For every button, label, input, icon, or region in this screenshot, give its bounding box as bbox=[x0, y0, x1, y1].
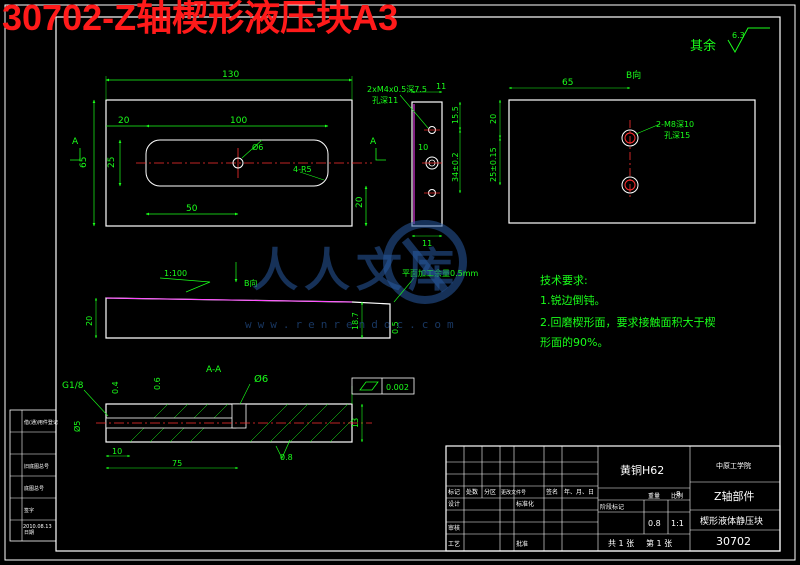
center-hole bbox=[232, 157, 244, 169]
dim-130: 130 bbox=[222, 70, 239, 80]
section-roughness: 0.8 bbox=[280, 453, 293, 462]
assembly: Z轴部件 bbox=[714, 489, 755, 503]
top-view: 130 100 20 65 25 50 20 Ø6 4-R5 A A bbox=[70, 70, 386, 227]
b-dim-20: 20 bbox=[489, 114, 498, 124]
dim-20-left: 20 bbox=[118, 116, 130, 126]
strip-cell-5: 签字 bbox=[24, 507, 34, 514]
col-label-5: 签名 bbox=[546, 488, 558, 496]
title-block: 标记 处数 分区 更改文件号 签名 年、月、日 设计 标准化 审核 工艺 批准 … bbox=[445, 445, 781, 552]
page-title: 30702-Z轴楔形液压块A3 bbox=[2, 0, 399, 38]
dim-0-6: 0.6 bbox=[153, 377, 162, 390]
dim-100: 100 bbox=[230, 116, 247, 126]
dim-0-4: 0.4 bbox=[111, 381, 120, 394]
dim-75: 75 bbox=[172, 459, 182, 468]
dim-13: 13 bbox=[351, 418, 360, 428]
b-thread-note2: 孔深15 bbox=[664, 131, 690, 140]
dim-65: 65 bbox=[79, 157, 89, 168]
side-dim-10: 10 bbox=[418, 143, 428, 152]
front-view: 1:100 B向 平面加工余量0.5mm 20 18.7 0.5 bbox=[85, 262, 479, 339]
flatness-note: 平面加工余量0.5mm bbox=[402, 268, 479, 278]
mass: 0.8 bbox=[648, 519, 661, 528]
dim-10: 10 bbox=[112, 447, 122, 456]
section-dia6: Ø6 bbox=[254, 373, 268, 385]
flatness-frame bbox=[351, 377, 415, 395]
strip-date: 2010.08.13 bbox=[23, 524, 52, 530]
col-label-2: 处数 bbox=[466, 488, 478, 496]
flatness-value: 0.002 bbox=[386, 383, 409, 392]
front-dim-0-5: 0.5 bbox=[391, 321, 400, 334]
hole-dia-label: Ø6 bbox=[252, 142, 263, 152]
dim-20-right: 20 bbox=[355, 196, 365, 208]
col-label-3: 分区 bbox=[484, 488, 496, 496]
b-dim-65: 65 bbox=[562, 78, 573, 88]
outer-border bbox=[4, 4, 796, 561]
dim-50: 50 bbox=[186, 204, 198, 214]
watermark-logo bbox=[383, 220, 467, 304]
side-dim-11-top: 11 bbox=[436, 82, 446, 91]
row-design: 设计 bbox=[448, 500, 460, 508]
watermark-url: www.renrendoc.com bbox=[245, 318, 460, 331]
inner-frame bbox=[55, 16, 781, 552]
front-b-label: B向 bbox=[244, 278, 258, 288]
dim-25: 25 bbox=[107, 157, 117, 168]
strip-cell-6: 日期 bbox=[24, 530, 34, 536]
strip-cell-3: 旧底图总号 bbox=[24, 463, 49, 470]
side-strip: 借(通)用件登记 旧底图总号 底图总号 签字 日期 2010.08.13 bbox=[9, 409, 58, 542]
tech-notes: 技术要求: 1.锐边倒钝。 2.回磨楔形面，要求接触面积大于楔 形面的90%。 bbox=[540, 274, 716, 349]
b-dim-25: 25±0.15 bbox=[489, 147, 498, 182]
part-name: 楔形液体静压块 bbox=[700, 515, 763, 527]
front-dim-18-7: 18.7 bbox=[351, 312, 360, 330]
sheet-no: 第 1 张 bbox=[646, 538, 672, 548]
section-mark-left: A bbox=[72, 137, 79, 147]
roughness-label: 其余 bbox=[690, 38, 716, 54]
side-view: 2xM4x0.5深7.5 孔深11 11 15.5 34±0.2 10 11 bbox=[367, 82, 462, 248]
side-thread-note: 2xM4x0.5深7.5 bbox=[367, 85, 427, 94]
col-label-6: 年、月、日 bbox=[564, 488, 594, 496]
section-label: A-A bbox=[206, 365, 222, 375]
section-view: A-A Ø6 G1/8 0.4 0.6 10 75 13 Ø5 0.8 bbox=[62, 365, 415, 470]
mass-label: 重量 bbox=[648, 492, 660, 500]
taper-label: 1:100 bbox=[164, 269, 187, 278]
note-1: 1.锐边倒钝。 bbox=[540, 293, 606, 307]
front-dim-20: 20 bbox=[85, 316, 94, 326]
sheets: 共 1 张 bbox=[608, 539, 634, 548]
slot-radius-label: 4-R5 bbox=[293, 165, 312, 174]
b-view: B向 65 20 25±0.15 2-M8深10 孔深15 bbox=[489, 69, 756, 224]
material: 黄铜H62 bbox=[620, 463, 664, 477]
g18-label: G1/8 bbox=[62, 381, 84, 391]
col-label-4: 更改文件号 bbox=[501, 489, 526, 496]
notes-heading: 技术要求: bbox=[540, 274, 588, 287]
row-process: 工艺 bbox=[448, 540, 460, 548]
row-approve: 批准 bbox=[516, 540, 528, 548]
strip-cell-4: 底图总号 bbox=[24, 485, 44, 492]
col-label-1: 标记 bbox=[448, 488, 460, 496]
side-dim-34: 34±0.2 bbox=[451, 152, 460, 182]
b-thread-note: 2-M8深10 bbox=[656, 120, 694, 129]
scale-label: 比例 bbox=[671, 492, 683, 500]
note-2: 2.回磨楔形面，要求接触面积大于楔 bbox=[540, 315, 716, 329]
section-mark-right: A bbox=[370, 137, 377, 147]
company: 中原工学院 bbox=[716, 461, 751, 470]
side-dim-15-5: 15.5 bbox=[451, 106, 460, 124]
watermark-text: 人人文库 bbox=[252, 243, 460, 297]
roughness-general: 其余 6.3 bbox=[690, 27, 770, 54]
side-thread-note2: 孔深11 bbox=[372, 96, 398, 105]
side-dim-11-bottom: 11 bbox=[422, 239, 432, 248]
quantity: 8 bbox=[676, 490, 680, 498]
b-view-outline bbox=[508, 99, 756, 224]
row-check: 审核 bbox=[448, 524, 460, 532]
stage-label: 阶段标记 bbox=[600, 503, 624, 511]
row-std: 标准化 bbox=[516, 500, 534, 508]
scale: 1:1 bbox=[671, 519, 684, 528]
b-view-label: B向 bbox=[626, 69, 641, 81]
dim-dia5: Ø5 bbox=[72, 421, 82, 432]
strip-cell-1: 借(通)用件登记 bbox=[24, 419, 58, 426]
roughness-value: 6.3 bbox=[732, 31, 745, 40]
drawing-no: 30702 bbox=[716, 535, 751, 548]
note-3: 形面的90%。 bbox=[540, 335, 608, 349]
